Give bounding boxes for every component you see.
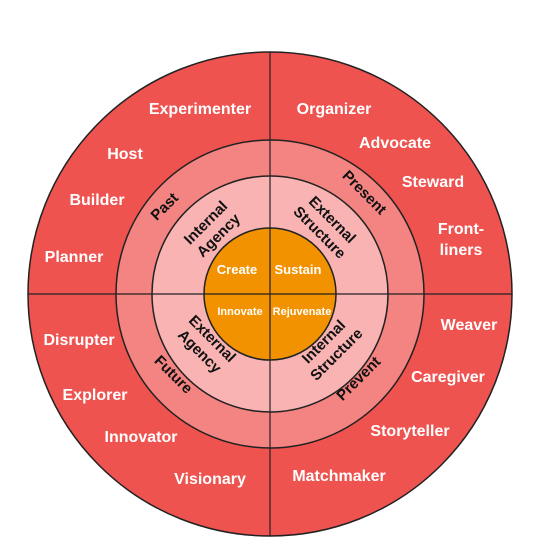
role-builder: Builder <box>69 192 124 209</box>
role-experimenter: Experimenter <box>149 101 251 118</box>
role-host: Host <box>107 146 143 163</box>
role-advocate: Advocate <box>359 135 431 152</box>
core-sustain: Sustain <box>275 262 322 277</box>
role-frontliners-line2: liners <box>440 242 483 259</box>
core-innovate: Innovate <box>217 306 262 318</box>
role-weaver: Weaver <box>441 317 498 334</box>
role-disrupter: Disrupter <box>43 332 114 349</box>
role-storyteller: Storyteller <box>370 423 449 440</box>
role-explorer: Explorer <box>63 387 128 404</box>
role-innovator: Innovator <box>105 429 178 446</box>
role-caregiver: Caregiver <box>411 369 485 386</box>
core-create: Create <box>217 262 257 277</box>
core-rejuvenate: Rejuvenate <box>273 306 332 318</box>
role-steward: Steward <box>402 174 464 191</box>
role-organizer: Organizer <box>297 101 372 118</box>
role-matchmaker: Matchmaker <box>292 468 385 485</box>
role-planner: Planner <box>45 249 104 266</box>
role-visionary: Visionary <box>174 471 246 488</box>
role-frontliners-line1: Front- <box>438 221 484 238</box>
